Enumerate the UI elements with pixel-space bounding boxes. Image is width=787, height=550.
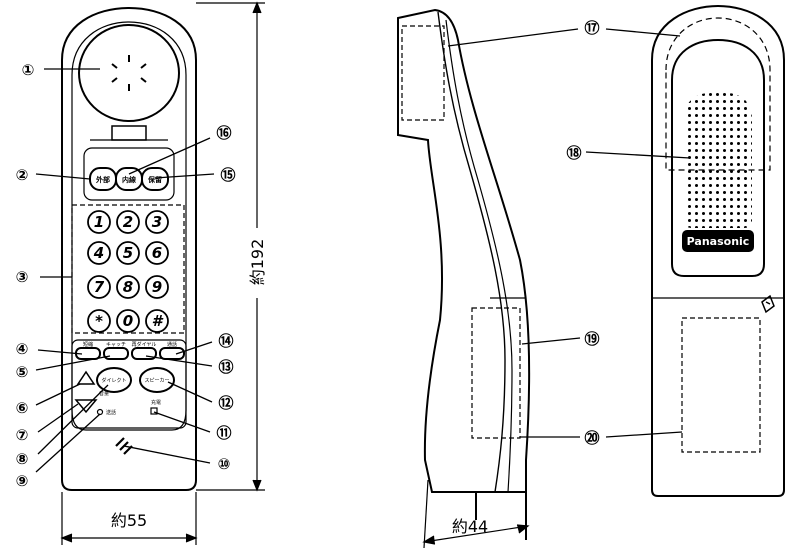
back-leaders xyxy=(447,28,691,438)
side-face-line xyxy=(437,11,506,493)
key-2: 2 xyxy=(123,213,133,231)
keypad: 1 2 3 4 5 6 7 8 9 * 0 # xyxy=(87,210,169,333)
volume-label: 音量 xyxy=(99,390,109,397)
height-dimension: 約192 xyxy=(248,239,267,286)
key-7: 7 xyxy=(94,278,105,296)
side-body-outline xyxy=(397,8,531,493)
speaker-housing xyxy=(671,38,765,277)
callout-1: ① xyxy=(22,61,35,79)
back-body-outline xyxy=(651,4,785,497)
callout-17: ⑰ xyxy=(584,19,599,37)
front-body-outline xyxy=(61,6,197,491)
callout-10: ⑩ xyxy=(218,455,231,473)
callout-19: ⑲ xyxy=(584,330,599,348)
speaker-grille xyxy=(684,92,752,228)
back-view xyxy=(651,4,785,497)
key-0: 0 xyxy=(123,312,133,330)
talk-label: 通話 xyxy=(167,341,177,348)
outside-line-button-label: 外部 xyxy=(96,175,110,184)
callout-3: ③ xyxy=(16,268,29,286)
speaker-button-label: スピーカー xyxy=(144,378,169,384)
callout-15: ⑮ xyxy=(220,166,235,184)
key-1: 1 xyxy=(94,213,104,231)
key-9: 9 xyxy=(152,278,162,296)
callout-16: ⑯ xyxy=(216,124,231,142)
lower-button-panel xyxy=(71,339,187,429)
speed-dial-label: 短縮 xyxy=(83,341,93,348)
back-label-area xyxy=(681,317,761,453)
side-rear-panel xyxy=(471,307,521,439)
keypad-boundary xyxy=(71,204,185,334)
key-star: * xyxy=(95,312,103,330)
callout-4: ④ xyxy=(16,340,29,358)
hinge-clip xyxy=(111,125,147,141)
top-buttons-panel xyxy=(83,147,175,201)
key-4: 4 xyxy=(93,244,104,262)
catch-label: キャッチ xyxy=(106,342,126,348)
callout-5: ⑤ xyxy=(16,363,29,381)
front-view xyxy=(61,6,197,491)
redial-label: 再ダイヤル xyxy=(132,341,157,348)
key-5: 5 xyxy=(123,244,133,262)
earpiece-holes xyxy=(111,55,147,91)
callout-9: ⑨ xyxy=(16,472,29,490)
callout-14: ⑭ xyxy=(218,332,233,350)
intercom-button-label: 内線 xyxy=(122,175,136,184)
side-battery-area xyxy=(401,25,445,121)
key-hash: # xyxy=(152,312,164,330)
earpiece-area xyxy=(78,24,180,122)
callout-7: ⑦ xyxy=(16,426,29,444)
front-dimensions xyxy=(60,1,265,545)
callout-8: ⑧ xyxy=(16,450,29,468)
key-8: 8 xyxy=(123,278,133,296)
charge-lamp xyxy=(150,407,158,415)
side-view xyxy=(397,8,531,540)
back-dashed-outline xyxy=(665,17,771,171)
speaker-button xyxy=(139,367,175,393)
direct-button-label: ダイレクト xyxy=(101,377,126,384)
brand-plate xyxy=(682,230,754,252)
callout-11: ⑪ xyxy=(216,424,231,442)
volume-down-button xyxy=(74,399,98,414)
brand-logo: Panasonic xyxy=(687,235,750,248)
callout-13: ⑬ xyxy=(218,358,233,376)
key-3: 3 xyxy=(152,213,162,231)
side-dimensions xyxy=(422,479,530,549)
callout-2: ② xyxy=(16,166,29,184)
strap-hole-icon xyxy=(761,294,775,314)
key-6: 6 xyxy=(152,244,162,262)
direct-button xyxy=(96,367,132,393)
width-dimension: 約55 xyxy=(111,511,147,530)
volume-up-button xyxy=(76,370,96,385)
callout-6: ⑥ xyxy=(16,399,29,417)
depth-dimension: 約44 xyxy=(452,517,488,536)
hold-button-label: 保留 xyxy=(147,175,162,184)
mic-label: 送話 xyxy=(106,409,116,416)
mic-indicator xyxy=(96,408,104,416)
callout-12: ⑫ xyxy=(218,394,233,412)
charge-label: 充電 xyxy=(151,399,161,406)
callout-20: ⑳ xyxy=(584,429,599,447)
callout-18: ⑱ xyxy=(566,144,581,162)
front-leaders xyxy=(35,68,215,473)
